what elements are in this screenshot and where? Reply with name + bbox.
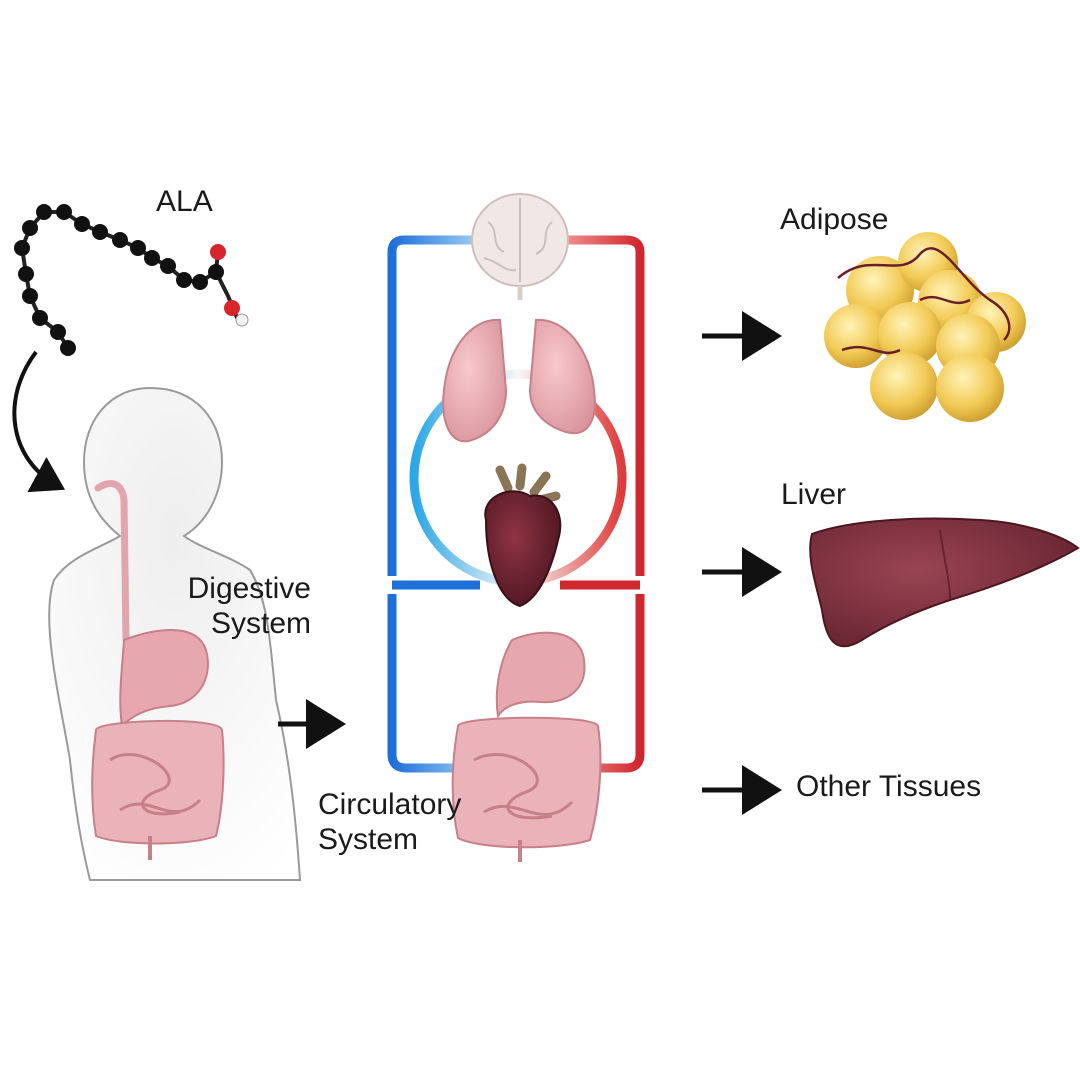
human-body-icon xyxy=(48,386,302,881)
ala-molecule-icon xyxy=(14,204,249,356)
adipose-cells-icon xyxy=(824,232,1026,422)
liver-icon xyxy=(809,517,1080,648)
brain-icon xyxy=(471,193,569,300)
digestive-system-label-line1: Digestive xyxy=(187,572,311,605)
esophagus-icon xyxy=(94,480,130,644)
lower-digestive-organs-icon xyxy=(451,631,602,862)
circulatory-system-label: Circulatory System xyxy=(318,788,461,857)
circulatory-system-label-line2: System xyxy=(318,822,419,856)
adipose-label: Adipose xyxy=(780,203,889,236)
ingestion-arrow xyxy=(12,350,66,493)
heart-icon xyxy=(484,463,562,608)
stomach-icon xyxy=(119,629,209,729)
intestine-icon xyxy=(91,719,225,860)
ala-label: ALA xyxy=(156,185,213,218)
liver-label: Liver xyxy=(781,478,847,511)
circulatory-system-label-line1: Circulatory xyxy=(318,788,462,821)
circulatory-diagram xyxy=(387,193,645,862)
lungs-icon xyxy=(442,318,596,443)
digestive-system-label-line2: System xyxy=(210,606,311,640)
digestive-system-label: Digestive System xyxy=(171,572,311,641)
other-tissues-label: Other Tissues xyxy=(796,770,982,803)
